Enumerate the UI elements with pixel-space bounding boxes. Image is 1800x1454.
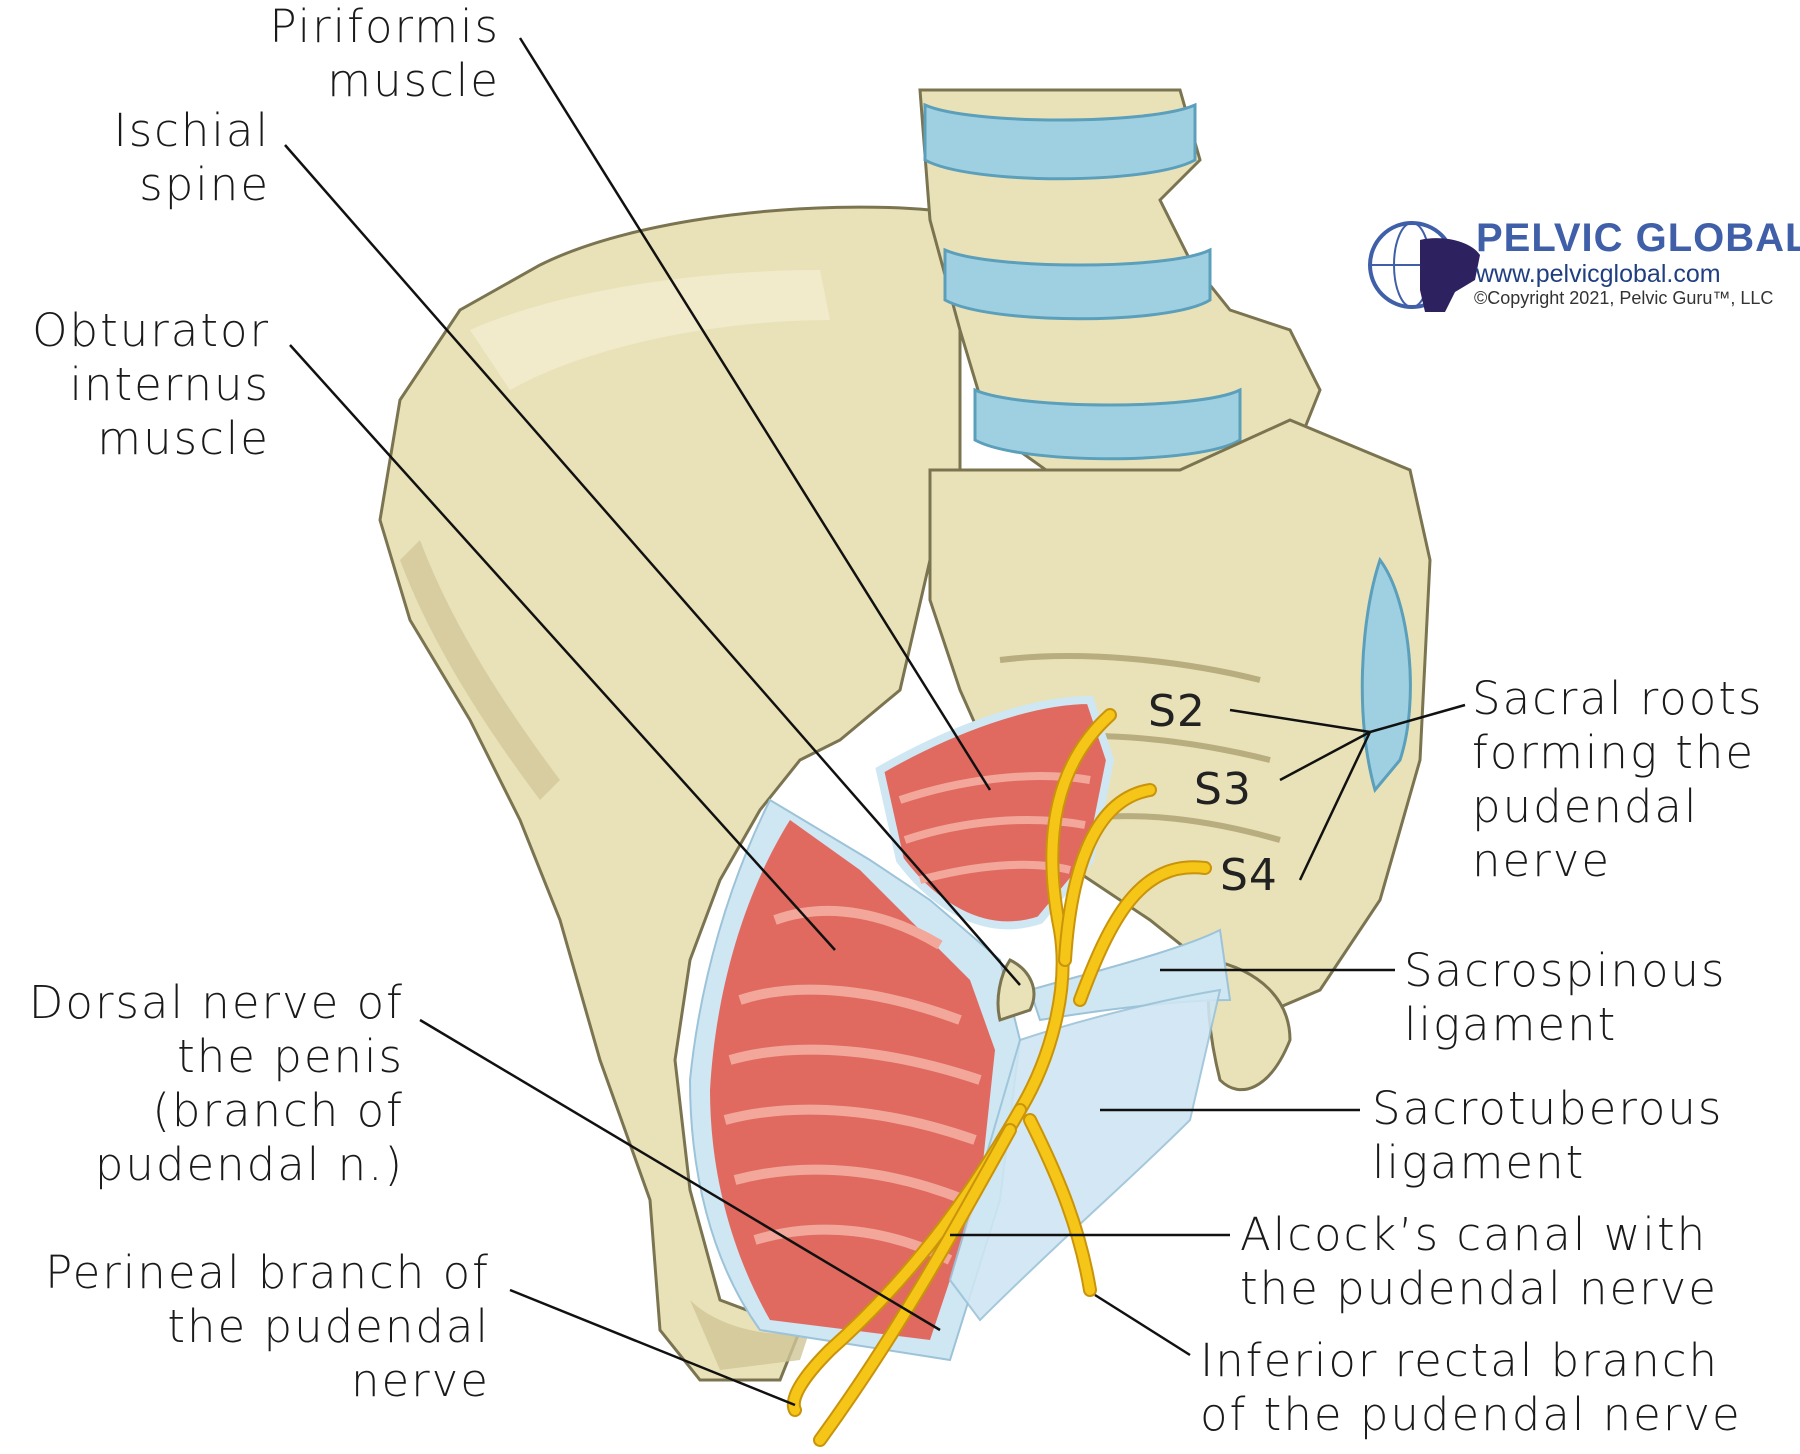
label-sacrotuberous: Sacrotuberous ligament <box>1372 1082 1724 1189</box>
label-inferior-rectal: Inferior rectal branch of the pudendal n… <box>1200 1334 1742 1441</box>
sacral-level-s2: S2 <box>1148 686 1206 737</box>
label-perineal-branch: Perineal branch of the pudendal nerve <box>45 1246 490 1407</box>
pelvic-global-logo: PELVIC GLOBAL www.pelvicglobal.com ©Copy… <box>1368 216 1800 316</box>
sacral-level-s3: S3 <box>1194 764 1252 815</box>
ischial-spine <box>996 958 1036 1022</box>
logo-copyright: ©Copyright 2021, Pelvic Guru™, LLC <box>1474 288 1774 308</box>
label-dorsal-nerve: Dorsal nerve of the penis (branch of pud… <box>28 976 404 1191</box>
label-piriformis: Piriformis muscle <box>269 0 500 107</box>
leader-lines <box>284 37 1466 1407</box>
logo-url: www.pelvicglobal.com <box>1476 260 1721 288</box>
sacral-level-s4: S4 <box>1220 850 1278 901</box>
label-alcocks-canal: Alcock’s canal with the pudendal nerve <box>1240 1208 1718 1315</box>
hip-bone <box>378 205 962 1382</box>
lumbar-spine <box>918 88 1322 482</box>
label-sacrospinous: Sacrospinous ligament <box>1404 944 1727 1051</box>
logo-brand: PELVIC GLOBAL <box>1476 216 1800 260</box>
label-ischial-spine: Ischial spine <box>113 104 270 211</box>
pelvic-global-logo-mark <box>1368 221 1480 312</box>
pudendal-nerve <box>786 708 1212 1447</box>
label-sacral-roots: Sacral roots forming the pudendal nerve <box>1472 672 1764 887</box>
sacrotuberous-ligament <box>948 988 1222 1322</box>
label-obturator-internus: Obturator internus muscle <box>32 304 270 465</box>
